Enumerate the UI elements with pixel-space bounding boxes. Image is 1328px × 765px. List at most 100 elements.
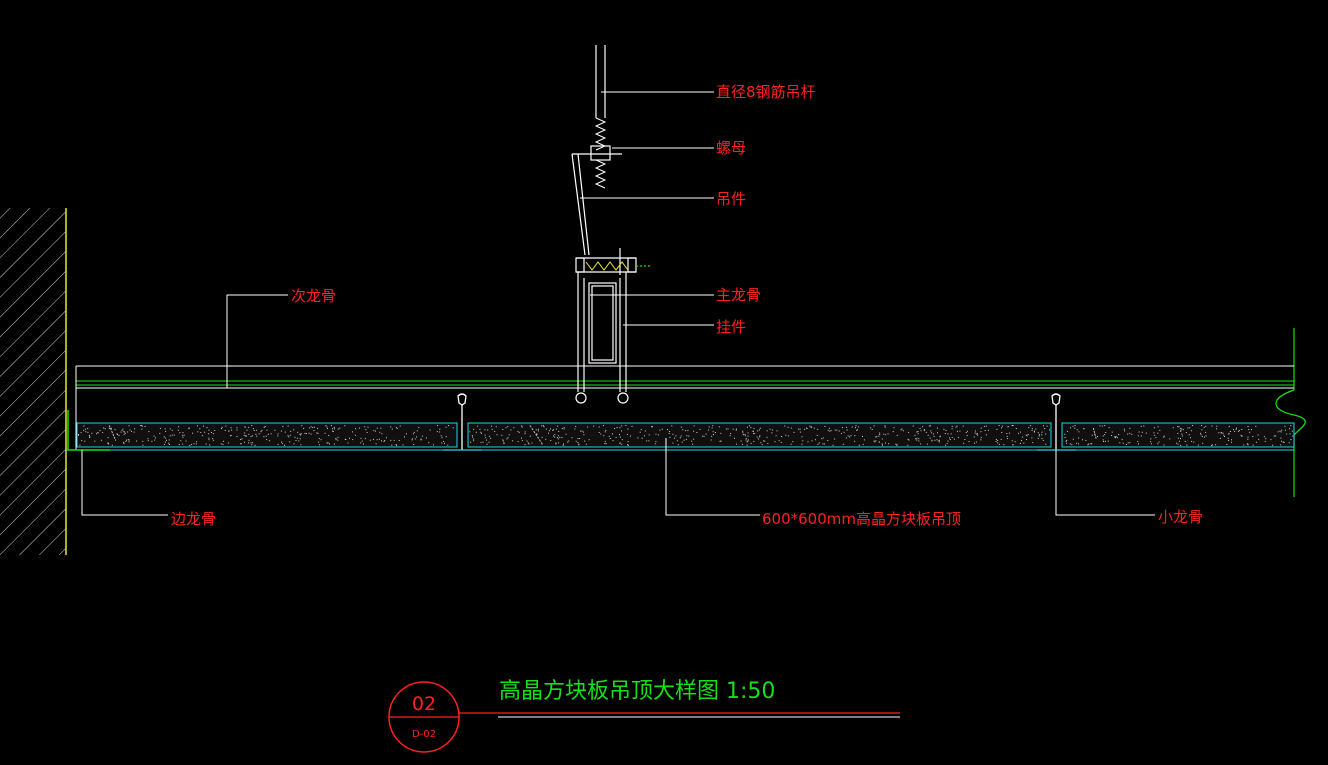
panel-speckle: [104, 428, 106, 430]
panel-speckle: [965, 432, 967, 433]
panel-speckle: [557, 435, 559, 437]
panel-speckle: [539, 439, 541, 441]
panel-speckle: [1145, 432, 1147, 434]
panel-speckle: [294, 436, 296, 438]
label-small-keel: 小龙骨: [1158, 508, 1203, 526]
panel-speckle: [1292, 435, 1294, 437]
panel-speckle: [598, 426, 600, 428]
panel-speckle: [621, 443, 623, 445]
panel-speckle: [193, 443, 195, 445]
panel-speckle: [548, 432, 549, 434]
panel-speckle: [963, 442, 965, 444]
panel-speckle: [1290, 439, 1292, 441]
label-hanger: 吊件: [716, 190, 746, 208]
panel-speckle: [1121, 439, 1123, 441]
panel-speckle: [1006, 433, 1008, 435]
panel-speckle: [163, 436, 165, 438]
panel-speckle: [545, 428, 547, 430]
panel-speckle: [1127, 433, 1129, 435]
panel-speckle: [405, 433, 407, 435]
panel-speckle: [1189, 427, 1191, 429]
panel-speckle: [171, 429, 173, 431]
panel-speckle: [753, 427, 755, 429]
panel-speckle: [983, 425, 985, 427]
panel-speckle: [1027, 434, 1029, 435]
panel-speckle: [251, 425, 253, 427]
panel-speckle: [1159, 429, 1161, 431]
panel-speckle: [616, 427, 618, 428]
panel-speckle: [221, 426, 223, 428]
panel-speckle: [651, 426, 653, 428]
panel-speckle: [502, 440, 504, 442]
panel-speckle: [332, 428, 333, 430]
panel-speckle: [539, 440, 541, 442]
panel-speckle: [769, 428, 771, 430]
panel-speckle: [554, 434, 556, 436]
panel-speckle: [927, 434, 929, 436]
panel-speckle: [834, 429, 836, 431]
panel-speckle: [490, 425, 492, 427]
panel-speckle: [444, 442, 445, 444]
panel-speckle: [1033, 431, 1035, 433]
panel-speckle: [325, 425, 327, 427]
panel-speckle: [284, 431, 286, 433]
panel-speckle: [1157, 432, 1159, 434]
panel-speckle: [708, 429, 710, 431]
panel-speckle: [747, 440, 749, 442]
panel-speckle: [995, 441, 997, 442]
panel-speckle: [626, 433, 628, 435]
panel-speckle: [799, 428, 801, 430]
panel-speckle: [1094, 434, 1096, 436]
panel-speckle: [258, 433, 260, 435]
panel-speckle: [998, 425, 1000, 426]
panel-speckle: [854, 435, 856, 437]
panel-speckle: [163, 443, 165, 445]
panel-speckle: [200, 432, 202, 434]
panel-speckle: [484, 434, 486, 436]
panel-speckle: [672, 433, 674, 435]
panel-speckle: [1014, 441, 1016, 443]
panel-speckle: [730, 433, 732, 434]
panel-speckle: [526, 440, 528, 442]
panel-speckle: [402, 444, 404, 446]
panel-speckle: [847, 435, 849, 437]
panel-speckle: [850, 435, 852, 437]
panel-speckle: [107, 437, 109, 439]
panel-speckle: [155, 437, 156, 439]
panel-speckle: [227, 442, 229, 444]
panel-speckle: [250, 442, 252, 444]
panel-speckle: [1246, 443, 1248, 445]
panel-speckle: [318, 441, 320, 443]
panel-speckle: [930, 432, 932, 434]
panel-speckle: [290, 430, 292, 432]
panel-speckle: [128, 439, 130, 441]
label-rod: 直径8钢筋吊杆: [716, 83, 816, 101]
panel-speckle: [231, 429, 233, 431]
panel-speckle: [922, 426, 924, 428]
panel-speckle: [1286, 433, 1288, 435]
panel-speckle: [196, 441, 198, 443]
panel-speckle: [641, 437, 643, 439]
panel-speckle: [780, 441, 782, 443]
panel-speckle: [251, 435, 253, 437]
panel-speckle: [1264, 440, 1266, 442]
panel-speckle: [164, 437, 166, 439]
panel-speckle: [939, 435, 941, 437]
panel-speckle: [874, 441, 876, 443]
panel-speckle: [609, 438, 611, 439]
panel-speckle: [565, 433, 567, 435]
panel-speckle: [875, 440, 877, 442]
panel-speckle: [856, 429, 858, 431]
panel-speckle: [537, 430, 539, 432]
panel-speckle: [102, 432, 104, 434]
panel-speckle: [530, 426, 532, 428]
panel-speckle: [399, 425, 401, 427]
panel-speckle: [966, 435, 968, 437]
panel-speckle: [735, 428, 737, 430]
panel-speckle: [959, 430, 961, 432]
panel-speckle: [222, 440, 224, 442]
panel-speckle: [619, 434, 620, 436]
panel-speckle: [131, 430, 132, 432]
panel-speckle: [112, 433, 114, 435]
panel-speckle: [141, 425, 143, 427]
